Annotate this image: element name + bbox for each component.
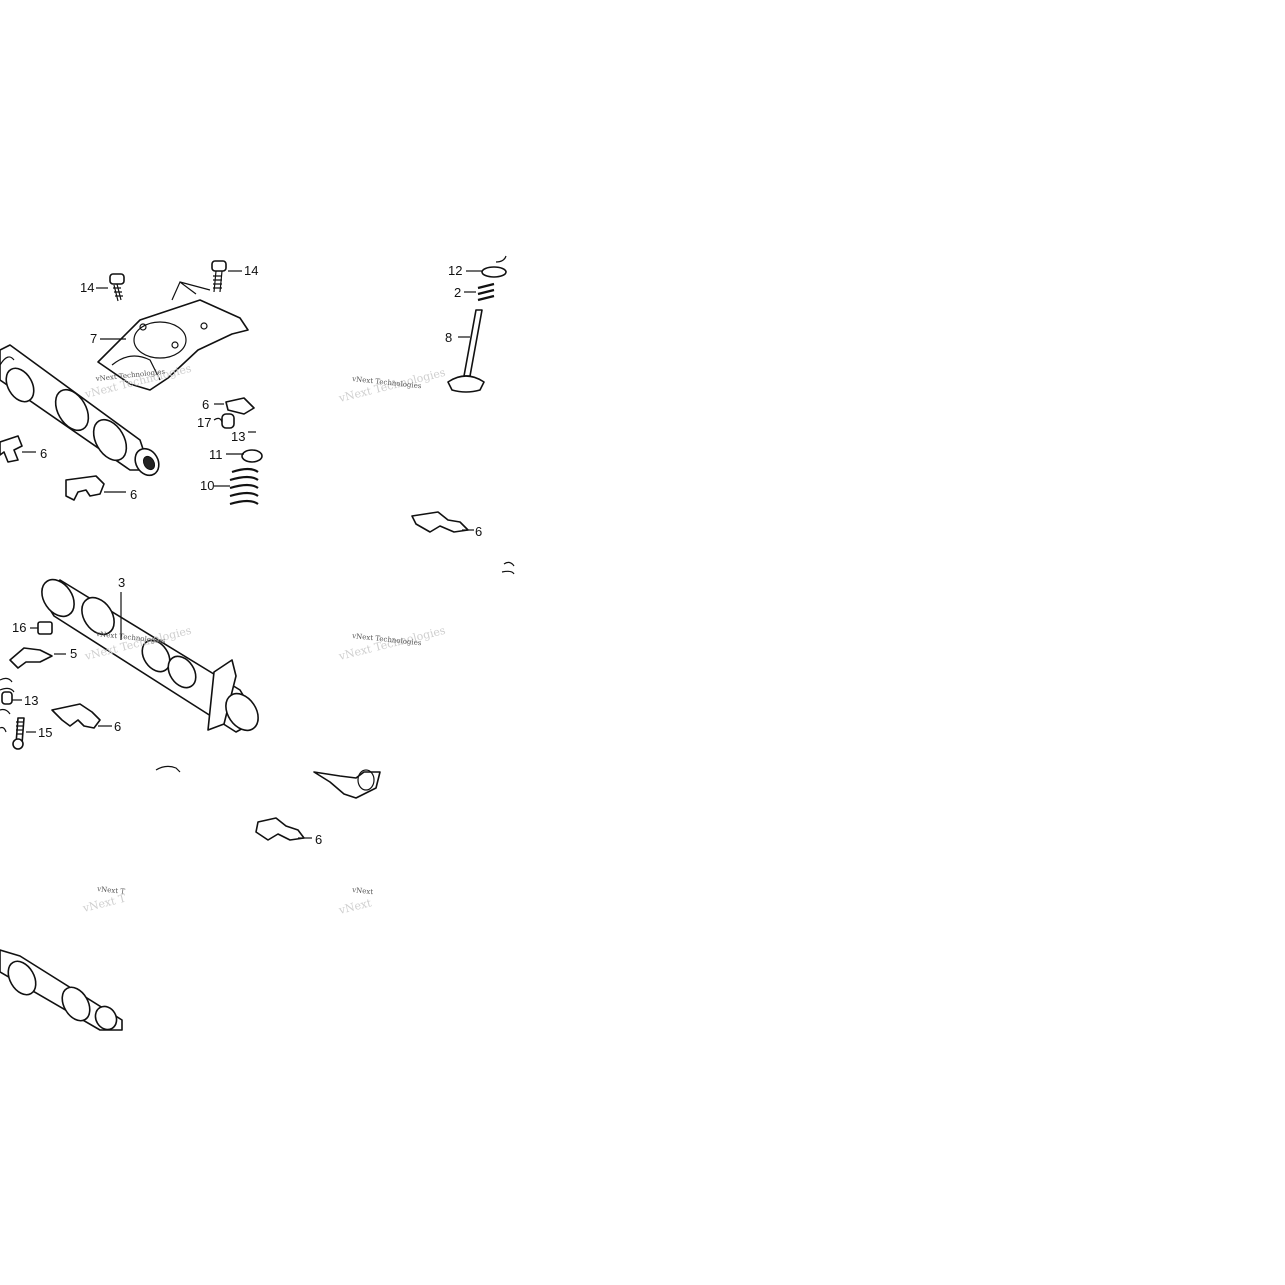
cotter-2 — [477, 282, 495, 302]
cam-bearing-fragment — [313, 769, 381, 799]
callout-13-b: 13 — [24, 693, 38, 708]
camshaft-3 — [41, 578, 259, 733]
callout-10: 10 — [200, 478, 214, 493]
callout-16: 16 — [12, 620, 26, 635]
partial-arm-2 — [0, 726, 7, 733]
part-13 — [1, 691, 13, 705]
bolt-14-left — [109, 273, 125, 302]
watermark-tile-5: vNext T vNext T — [81, 885, 128, 915]
callout-2: 2 — [454, 285, 461, 300]
callout-14-left: 14 — [80, 280, 94, 295]
callout-3: 3 — [118, 575, 125, 590]
callout-6-f: 6 — [315, 832, 322, 847]
rocker-arm-6-lower — [51, 703, 112, 729]
partial-arm — [0, 708, 11, 715]
callout-6-a: 6 — [202, 397, 209, 412]
camshaft-holder-7 — [97, 281, 249, 391]
callout-12: 12 — [448, 263, 462, 278]
callout-6-b: 6 — [40, 446, 47, 461]
callout-14-right: 14 — [244, 263, 258, 278]
watermark-tile-6: vNext vNext — [337, 886, 374, 917]
svg-text:vNext: vNext — [337, 896, 374, 917]
svg-text:vNext: vNext — [351, 886, 374, 896]
callout-15: 15 — [38, 725, 52, 740]
callout-6-d: 6 — [475, 524, 482, 539]
watermark-tile-2: vNext Technologies vNext Technologies — [337, 366, 447, 405]
partial-part — [501, 561, 515, 575]
callout-13-a: 13 — [231, 429, 245, 444]
camshaft-lower-assembly: vNext Technologies vNext Technologies — [0, 578, 259, 750]
middle-right-tile: vNext Technologies vNext Technologies — [337, 624, 447, 663]
callout-6-c: 6 — [130, 487, 137, 502]
lower-tiles: vNext T vNext T vNext vNext — [0, 765, 381, 1031]
watermark-tile-4: vNext Technologies vNext Technologies — [337, 624, 447, 663]
rocker-arm-6-bottom — [255, 817, 312, 841]
svg-text:vNext T: vNext T — [96, 885, 126, 896]
rocker-arm-6-right — [411, 511, 474, 533]
callout-8: 8 — [445, 330, 452, 345]
callout-6-e: 6 — [114, 719, 121, 734]
camshaft-bottom-fragment — [0, 949, 123, 1031]
valve-8 — [447, 309, 485, 393]
callout-7: 7 — [90, 331, 97, 346]
bolt-14-right — [211, 260, 227, 293]
valve-spring-stack-left — [213, 397, 263, 506]
partial-spring — [0, 677, 15, 693]
callout-17: 17 — [197, 415, 211, 430]
adjuster-15 — [12, 717, 36, 750]
valve-assembly: vNext Technologies vNext Technologies — [337, 255, 515, 575]
retainer-12 — [481, 266, 507, 278]
callout-5: 5 — [70, 646, 77, 661]
camshaft-upper — [0, 344, 160, 477]
rocker-arm-5 — [9, 647, 66, 669]
partial-fragment — [155, 765, 181, 773]
camshaft-holder-assembly: vNext Technologies vNext Technologies — [0, 260, 263, 506]
cap-16 — [30, 621, 53, 635]
callout-labels: 14 14 7 12 2 8 6 17 13 11 10 6 6 6 3 16 … — [12, 263, 482, 847]
callout-11: 11 — [209, 447, 223, 462]
rocker-arm-6-left — [0, 435, 126, 501]
